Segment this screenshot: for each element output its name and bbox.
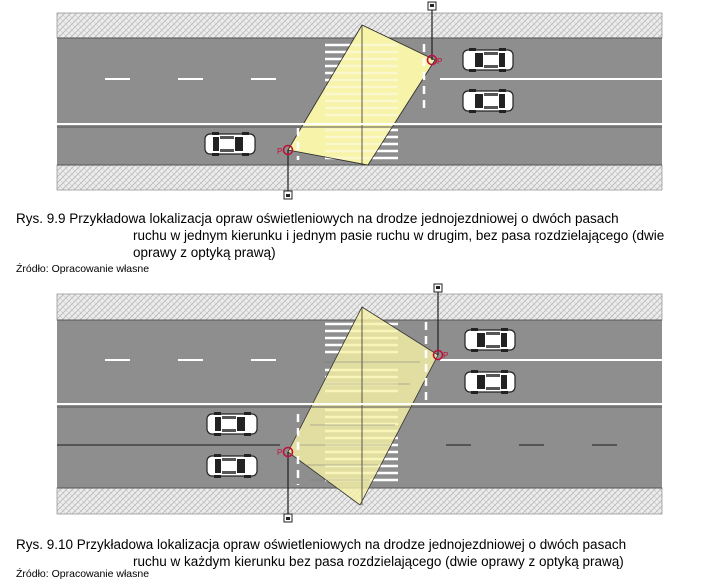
lamp-post-icon bbox=[427, 1, 437, 60]
car-icon bbox=[206, 453, 258, 479]
luminaire-icon: P bbox=[277, 446, 294, 458]
caption-line: ruchu w każdym kierunku bez pasa rozdzie… bbox=[133, 554, 624, 569]
figure-caption: Rys. 9.9 Przykładowa lokalizacja opraw o… bbox=[16, 210, 664, 261]
lamp-post-icon bbox=[283, 150, 293, 200]
caption-line: Rys. 9.10 Przykładowa lokalizacja opraw … bbox=[16, 537, 627, 552]
luminaire-icon: P bbox=[277, 144, 294, 156]
center-line bbox=[57, 403, 662, 408]
caption-line: oprawy z optyką prawą) bbox=[133, 245, 276, 260]
lamp-label: P bbox=[277, 448, 282, 457]
car-icon bbox=[464, 369, 516, 395]
car-icon bbox=[464, 327, 516, 353]
lamp-post-icon bbox=[283, 452, 293, 523]
center-line bbox=[57, 123, 662, 128]
lamp-post-icon bbox=[433, 283, 443, 355]
car-icon bbox=[204, 131, 256, 157]
sidewalk-bottom bbox=[56, 164, 663, 191]
figure-caption: Rys. 9.10 Przykładowa lokalizacja opraw … bbox=[16, 536, 626, 570]
figure-9-9-diagram: P P bbox=[56, 1, 663, 200]
lamp-label: P bbox=[443, 351, 448, 360]
sidewalk-top bbox=[56, 293, 663, 321]
figure-9-10-diagram: P P bbox=[56, 283, 663, 523]
luminaire-icon: P bbox=[432, 349, 448, 361]
car-icon bbox=[462, 47, 514, 73]
luminaire-icon: P bbox=[426, 54, 442, 66]
car-icon bbox=[206, 411, 258, 437]
lamp-label: P bbox=[437, 57, 442, 66]
caption-line: Rys. 9.9 Przykładowa lokalizacja opraw o… bbox=[16, 211, 619, 226]
lamp-label: P bbox=[277, 147, 282, 156]
caption-line: ruchu w jednym kierunku i jednym pasie r… bbox=[133, 228, 665, 243]
car-icon bbox=[462, 88, 514, 114]
figure-source: Źródło: Opracowanie własne bbox=[16, 568, 150, 580]
figure-source: Źródło: Opracowanie własne bbox=[16, 263, 150, 275]
